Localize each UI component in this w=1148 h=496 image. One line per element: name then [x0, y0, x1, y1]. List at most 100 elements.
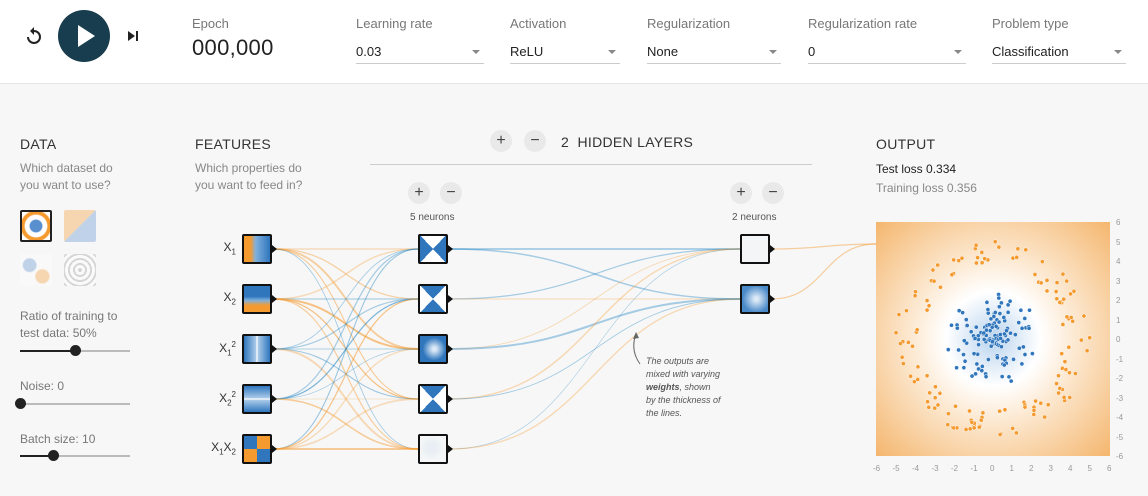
- y-tick-label: 6: [1116, 218, 1121, 227]
- dataset-spiral[interactable]: [64, 254, 96, 286]
- feature-node-x1[interactable]: [242, 234, 272, 264]
- weight-link[interactable]: [273, 298, 419, 450]
- learning-rate-select[interactable]: 0.03: [356, 42, 484, 64]
- weight-link[interactable]: [273, 248, 419, 300]
- problem-type-value: Classification: [992, 44, 1069, 59]
- batch-size-slider-thumb[interactable]: [48, 450, 59, 461]
- hidden-neuron-2-2[interactable]: [740, 284, 770, 314]
- data-point: [961, 365, 967, 371]
- data-point: [951, 257, 957, 263]
- dataset-circle[interactable]: [20, 210, 52, 242]
- data-point: [974, 361, 980, 367]
- dataset-xor[interactable]: [64, 210, 96, 242]
- feature-node-x1x2[interactable]: [242, 434, 272, 464]
- node-output-arrow-icon: [272, 245, 277, 253]
- data-point: [1026, 325, 1032, 331]
- noise-slider-track[interactable]: [20, 403, 130, 405]
- reset-button[interactable]: [22, 24, 46, 48]
- weight-link[interactable]: [273, 248, 419, 350]
- regularization-rate-label: Regularization rate: [808, 16, 918, 31]
- data-point: [912, 379, 917, 385]
- ratio-slider-thumb[interactable]: [70, 345, 81, 356]
- hidden-neuron-2-1[interactable]: [740, 234, 770, 264]
- add-neuron-layer1-button[interactable]: +: [408, 182, 430, 204]
- feature-node-x2-squared[interactable]: [242, 384, 272, 414]
- activation-label: Activation: [510, 16, 567, 31]
- weight-link[interactable]: [449, 248, 741, 300]
- data-point: [1057, 386, 1063, 391]
- data-point: [954, 365, 959, 371]
- weight-link[interactable]: [273, 348, 419, 450]
- data-point: [969, 419, 975, 425]
- weight-link[interactable]: [273, 248, 419, 300]
- play-button[interactable]: [58, 10, 110, 62]
- weight-link[interactable]: [449, 248, 741, 400]
- weight-link[interactable]: [449, 248, 741, 350]
- hidden-neuron-1-1[interactable]: [418, 234, 448, 264]
- data-point: [1063, 367, 1069, 372]
- add-layer-button[interactable]: +: [490, 130, 512, 152]
- weight-link[interactable]: [273, 398, 419, 450]
- data-point: [915, 377, 921, 382]
- hidden-neuron-1-3[interactable]: [418, 334, 448, 364]
- node-output-arrow-icon: [770, 245, 775, 253]
- data-point: [926, 303, 932, 309]
- hidden-neuron-1-2[interactable]: [418, 284, 448, 314]
- regularization-select[interactable]: None: [647, 42, 781, 64]
- hidden-neuron-1-5[interactable]: [418, 434, 448, 464]
- remove-neuron-layer1-button[interactable]: −: [440, 182, 462, 204]
- noise-slider-thumb[interactable]: [15, 398, 26, 409]
- weight-link[interactable]: [273, 298, 419, 400]
- remove-neuron-layer2-button[interactable]: −: [762, 182, 784, 204]
- output-weight-link[interactable]: [771, 243, 877, 300]
- data-point: [1031, 412, 1037, 417]
- annotation-arrow-icon: [633, 332, 641, 365]
- weight-link[interactable]: [273, 248, 419, 400]
- x-tick-label: 4: [1068, 464, 1073, 473]
- data-point: [1031, 407, 1037, 413]
- data-point: [908, 373, 913, 379]
- weight-link[interactable]: [273, 298, 419, 350]
- hidden-layers-title: 2 HIDDEN LAYERS: [561, 134, 693, 150]
- feature-label-x2-squared: X22: [200, 390, 236, 407]
- data-point: [975, 255, 980, 261]
- weight-link[interactable]: [449, 298, 741, 400]
- weight-link[interactable]: [273, 348, 419, 450]
- activation-select[interactable]: ReLU: [510, 42, 620, 64]
- chevron-down-icon: [472, 50, 480, 54]
- problem-type-select[interactable]: Classification: [992, 42, 1126, 64]
- data-point: [932, 395, 938, 401]
- hidden-neuron-1-4[interactable]: [418, 384, 448, 414]
- node-output-arrow-icon: [770, 295, 775, 303]
- dataset-gauss[interactable]: [20, 254, 52, 286]
- weight-link[interactable]: [449, 248, 741, 450]
- add-neuron-layer2-button[interactable]: +: [730, 182, 752, 204]
- data-point: [1015, 246, 1021, 252]
- weight-link[interactable]: [449, 248, 741, 300]
- step-button[interactable]: [122, 24, 146, 48]
- weight-link[interactable]: [449, 298, 741, 450]
- data-point: [956, 258, 962, 263]
- data-point: [997, 332, 1003, 337]
- data-point: [1062, 359, 1068, 364]
- data-point: [1006, 374, 1012, 380]
- node-output-arrow-icon: [272, 395, 277, 403]
- regularization-rate-select[interactable]: 0: [808, 42, 966, 64]
- feature-node-x1-squared[interactable]: [242, 334, 272, 364]
- weight-link[interactable]: [449, 298, 741, 350]
- weight-link[interactable]: [273, 298, 419, 350]
- data-point: [925, 399, 930, 405]
- data-point: [1044, 288, 1050, 294]
- weight-link[interactable]: [273, 398, 419, 450]
- x-tick-label: -6: [873, 464, 881, 473]
- output-weight-link[interactable]: [771, 243, 877, 250]
- feature-node-x2[interactable]: [242, 284, 272, 314]
- weight-link[interactable]: [273, 248, 419, 450]
- remove-layer-button[interactable]: −: [524, 130, 546, 152]
- data-point: [906, 340, 911, 345]
- data-point: [1011, 356, 1016, 362]
- features-subtitle-line: Which properties do: [195, 161, 302, 175]
- weight-link[interactable]: [273, 248, 419, 350]
- batch-size-slider-track[interactable]: [20, 455, 130, 457]
- features-subtitle: Which properties do you want to feed in?: [195, 160, 302, 194]
